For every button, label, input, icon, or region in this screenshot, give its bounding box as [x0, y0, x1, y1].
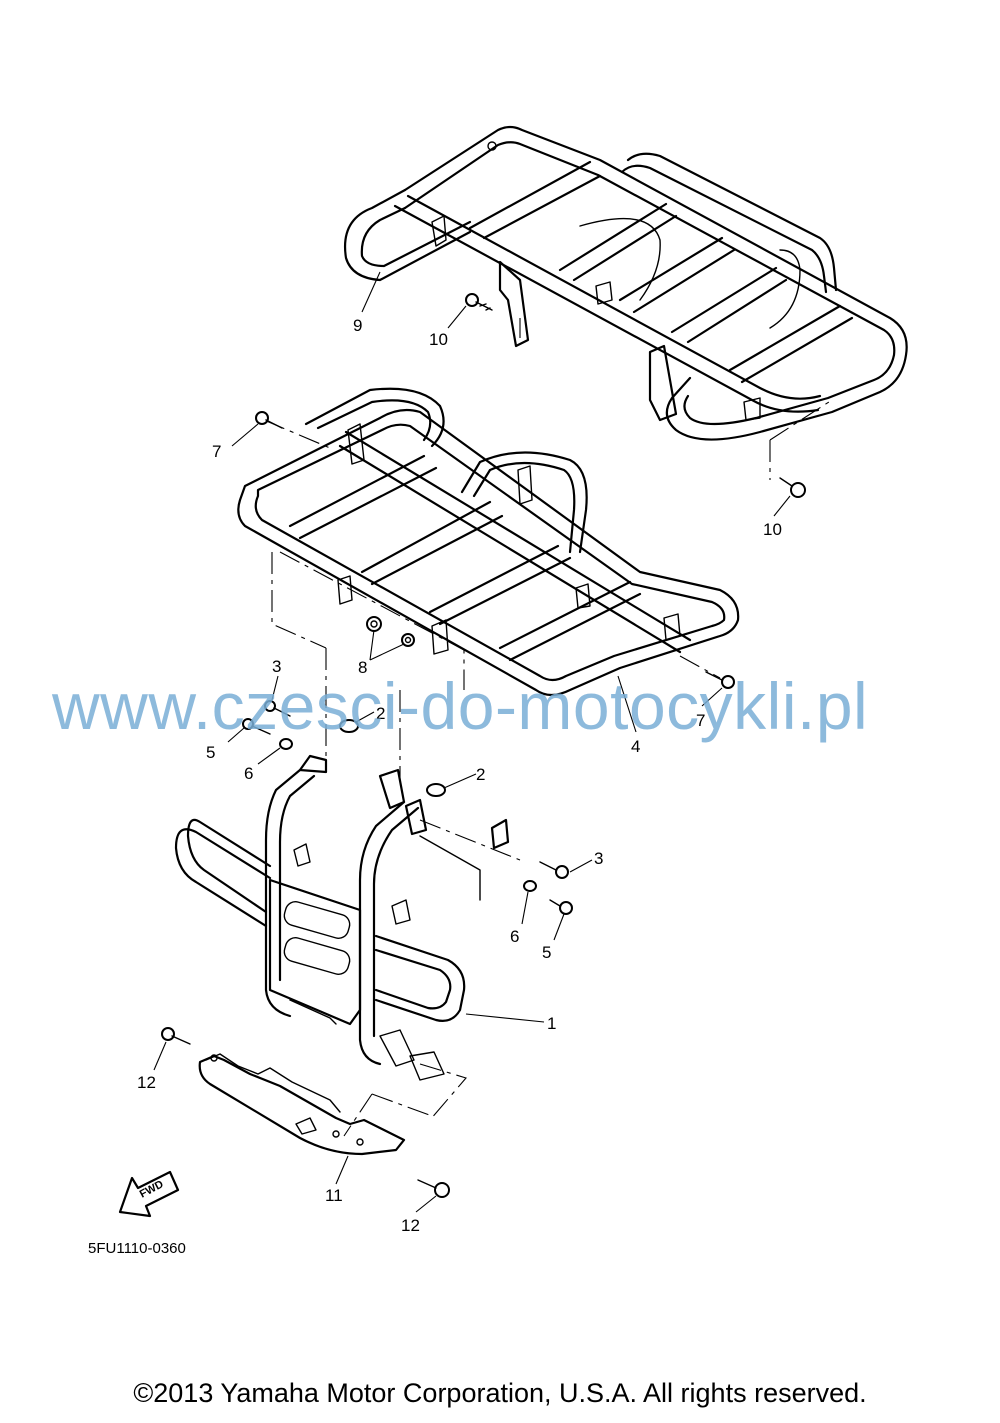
label-6-lower: 6	[510, 927, 519, 946]
label-10-lower: 10	[763, 520, 782, 539]
bolt-7-upper	[255, 411, 283, 429]
label-11: 11	[325, 1186, 343, 1205]
part-number-labels: 9 10 10 7 8 4 3 2 5 6 2 3 6 5 1 12 11 12	[137, 316, 782, 1235]
front-guard-part-1	[174, 754, 521, 1121]
label-9: 9	[353, 316, 362, 335]
bolt-3-upper	[264, 700, 291, 717]
label-1: 1	[547, 1014, 556, 1033]
label-12-upper: 12	[137, 1073, 156, 1092]
label-7-upper: 7	[212, 442, 221, 461]
bolt-10-lower	[779, 477, 806, 498]
rear-carrier-part-9	[344, 125, 908, 480]
label-8: 8	[358, 658, 367, 677]
label-6-upper: 6	[244, 764, 253, 783]
copyright-notice: ©2013 Yamaha Motor Corporation, U.S.A. A…	[133, 1378, 867, 1408]
bolt-5-lower	[549, 899, 573, 915]
label-12-lower: 12	[401, 1216, 420, 1235]
bolt-12-upper	[161, 1027, 191, 1045]
label-5-upper: 5	[206, 743, 215, 762]
bolt-3-lower	[539, 861, 569, 879]
bolt-12-lower	[417, 1179, 450, 1198]
label-10-upper: 10	[429, 330, 448, 349]
label-2-upper: 2	[376, 704, 385, 723]
front-carrier-part-4	[237, 387, 740, 780]
label-4: 4	[631, 737, 640, 756]
label-3-lower: 3	[594, 849, 603, 868]
label-5-lower: 5	[542, 943, 551, 962]
bolt-7-lower	[705, 671, 735, 689]
watermark-url: www.czesci-do-motocykli.pl	[52, 669, 869, 743]
nut-8	[366, 616, 415, 647]
label-2-lower: 2	[476, 765, 485, 784]
fasteners	[161, 293, 806, 1198]
leader-lines	[153, 271, 791, 1213]
skid-bracket-part-11	[198, 1053, 433, 1156]
fwd-arrow-icon: FWD	[118, 1170, 180, 1218]
bolt-5-upper	[242, 718, 271, 735]
bolt-10-upper	[465, 293, 493, 311]
washer-6-lower	[523, 880, 537, 892]
washer-6-upper	[279, 738, 293, 750]
drawing-code: 5FU1110-0360	[88, 1240, 186, 1257]
grommet-2-upper	[339, 719, 359, 733]
label-3-upper: 3	[272, 657, 281, 676]
grommet-2-lower	[426, 783, 446, 797]
